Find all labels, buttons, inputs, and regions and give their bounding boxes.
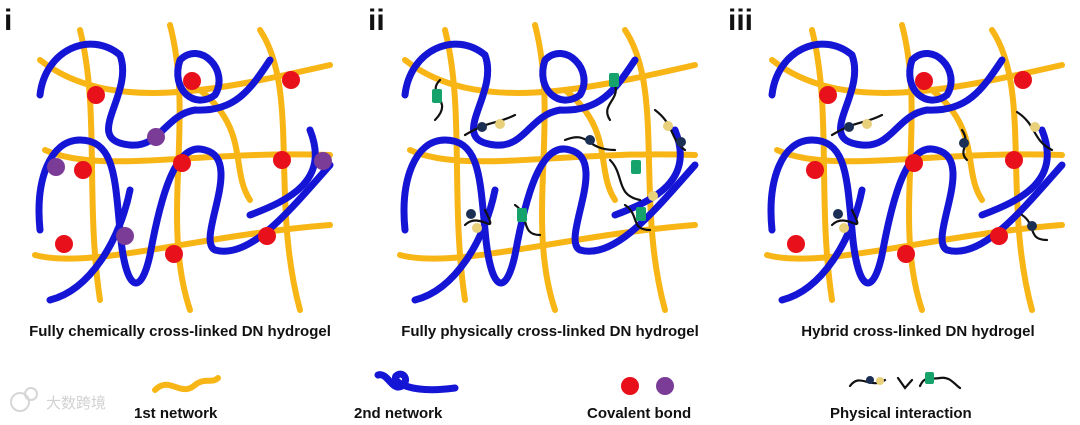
covalent-bond [87,86,105,104]
panel-i-network [35,25,332,310]
covalent-bond-purple [116,227,134,245]
legend-physical-interaction-label: Physical interaction [830,405,972,422]
covalent-bond [897,245,915,263]
covalent-bond [55,235,73,253]
covalent-bond-purple [47,158,65,176]
legend: 1st network 2nd network Covalent bond Ph… [134,372,972,422]
panel-ii-first-network [400,25,695,310]
covalent-bond-purple [147,128,165,146]
watermark-logo-icon [11,393,29,411]
legend-covalent-bond-label: Covalent bond [587,405,691,422]
covalent-bond [905,154,923,172]
covalent-bond [819,86,837,104]
caption-panel-ii: Fully physically cross-linked DN hydroge… [401,323,699,340]
legend-first-network-swatch [155,378,218,390]
watermark: 大数跨境 [11,388,106,412]
covalent-bond [787,235,805,253]
covalent-bond-purple [314,152,332,170]
caption-panel-i: Fully chemically cross-linked DN hydroge… [29,323,331,340]
covalent-bond [1005,151,1023,169]
covalent-bond [1014,71,1032,89]
panel-ii-network [400,25,695,310]
legend-first-network-label: 1st network [134,405,218,422]
covalent-bond [990,227,1008,245]
covalent-bond [165,245,183,263]
physical-interaction-markers [833,119,1040,233]
caption-panel-iii: Hybrid cross-linked DN hydrogel [801,323,1034,340]
covalent-bond [74,161,92,179]
legend-covalent-bond-red [621,377,639,395]
covalent-bond [258,227,276,245]
panel-iii-network [767,25,1062,310]
covalent-bond [806,161,824,179]
watermark-text: 大数跨境 [46,394,106,412]
legend-covalent-bond-purple [656,377,674,395]
covalent-bond [273,151,291,169]
legend-second-network-label: 2nd network [354,405,443,422]
legend-physical-interaction-swatch [850,372,960,388]
legend-second-network-swatch [378,374,455,389]
panel-label-iii: iii [728,4,753,37]
panel-label-ii: ii [368,4,385,37]
covalent-bond [915,72,933,90]
covalent-bond [173,154,191,172]
covalent-bond [183,72,201,90]
panel-label-i: i [4,4,12,37]
covalent-bond [282,71,300,89]
